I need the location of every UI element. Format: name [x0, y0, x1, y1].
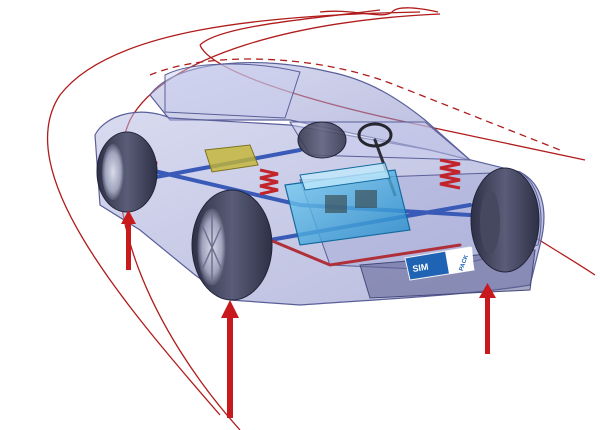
simpack-logo-icon: SIM PACK [404, 246, 475, 281]
front-left-wheel [191, 189, 273, 301]
force-arrow-icon [221, 300, 239, 418]
front-lower-arm [268, 238, 462, 267]
steering-wheel-icon [357, 122, 393, 148]
road-left-edge [47, 11, 421, 416]
logo-sim-text: SIM [412, 262, 429, 274]
road-center-dashed [149, 58, 561, 151]
engine-block [284, 162, 411, 246]
force-arrows [121, 210, 496, 418]
force-arrow-icon [479, 283, 496, 354]
rear-left-wheel [96, 131, 158, 213]
rear-right-wheel [297, 121, 347, 159]
rear-window [164, 63, 301, 119]
logo-pack-text: PACK [459, 254, 471, 272]
front-right-wheel [470, 167, 540, 273]
rear-spring-left [259, 168, 279, 196]
gearbox [204, 144, 259, 173]
road-top-squiggle [319, 7, 439, 16]
front-spring-right [439, 158, 461, 190]
force-arrow-icon [121, 210, 136, 270]
